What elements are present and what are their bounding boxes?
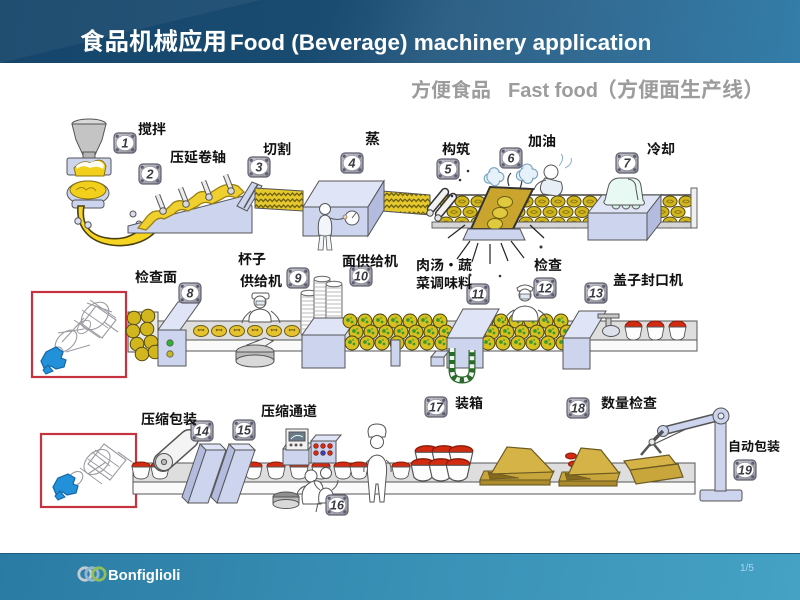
svg-text:1: 1: [122, 136, 129, 150]
svg-text:2: 2: [146, 167, 154, 181]
svg-text:6: 6: [508, 151, 516, 165]
svg-text:Fast food: Fast food: [508, 80, 598, 102]
svg-text:Bonfiglioli: Bonfiglioli: [108, 568, 180, 584]
svg-text:11: 11: [472, 287, 485, 301]
svg-text:10: 10: [354, 269, 368, 283]
svg-text:5: 5: [445, 162, 453, 176]
svg-text:18: 18: [571, 401, 585, 415]
svg-text:Food (Beverage) machinery appl: Food (Beverage) machinery application: [230, 30, 651, 55]
svg-text:9: 9: [295, 271, 302, 285]
svg-text:19: 19: [738, 463, 752, 477]
svg-text:8: 8: [187, 286, 194, 300]
svg-text:1/5: 1/5: [740, 563, 754, 574]
svg-text:3: 3: [256, 160, 263, 174]
svg-text:15: 15: [237, 423, 252, 437]
svg-text:13: 13: [589, 286, 603, 300]
svg-text:14: 14: [195, 424, 209, 438]
svg-text:4: 4: [348, 156, 356, 170]
svg-text:16: 16: [330, 498, 345, 512]
svg-text:17: 17: [429, 400, 444, 414]
svg-text:7: 7: [624, 156, 632, 170]
svg-text:12: 12: [538, 281, 552, 295]
